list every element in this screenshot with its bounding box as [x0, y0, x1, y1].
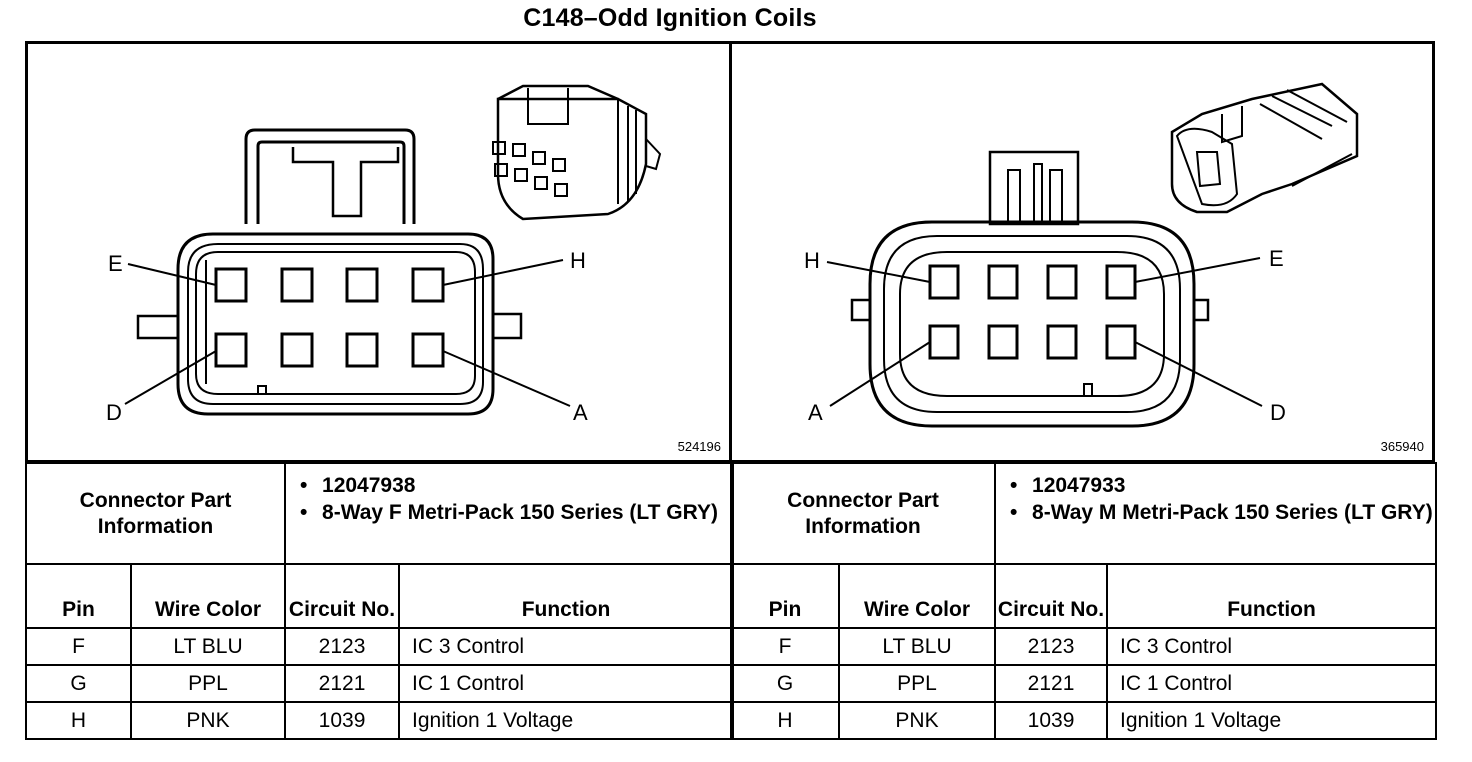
male-connector-diagram: H E A D 365940	[729, 41, 1435, 463]
pin-cell: F	[25, 627, 132, 666]
pin-label-top-right: E	[1269, 246, 1284, 271]
function-cell: IC 1 Control	[398, 664, 735, 703]
wire-color-cell: PPL	[129, 664, 287, 703]
pin-label-top-left: H	[804, 248, 820, 273]
circuit-cell: 2123	[994, 627, 1109, 666]
figure-id: 524196	[677, 439, 721, 454]
table-row: G PPL 2121 IC 1 Control	[730, 664, 1438, 703]
pin-cell: F	[730, 627, 840, 666]
circuit-cell: 2121	[284, 664, 401, 703]
pin-label-bottom-left: D	[106, 400, 122, 425]
part-description: 8-Way M Metri-Pack 150 Series (LT GRY)	[1032, 501, 1433, 524]
wire-color-cell: PNK	[837, 701, 997, 740]
function-cell: Ignition 1 Voltage	[1106, 701, 1438, 740]
header-row: Pin Wire Color Circuit No. Function	[25, 563, 735, 629]
table-row: H PNK 1039 Ignition 1 Voltage	[25, 701, 735, 740]
connector-part-info-label: Connector Part Information	[729, 462, 997, 565]
pin-label-top-right: H	[570, 248, 586, 273]
connector-table-left: Connector Part Information •12047938 •8-…	[24, 462, 735, 740]
page-title: C148–Odd Ignition Coils	[523, 4, 817, 32]
header-wire-color: Wire Color	[837, 563, 997, 629]
part-number-cell: •12047938 •8-Way F Metri-Pack 150 Series…	[284, 462, 735, 565]
table-row: F LT BLU 2123 IC 3 Control	[25, 627, 735, 666]
wire-color-cell: LT BLU	[129, 627, 287, 666]
part-number: 12047933	[1032, 474, 1126, 497]
connector-part-info-label: Connector Part Information	[24, 462, 287, 565]
table-row: H PNK 1039 Ignition 1 Voltage	[730, 701, 1438, 740]
wire-color-cell: PNK	[129, 701, 287, 740]
table-row: F LT BLU 2123 IC 3 Control	[730, 627, 1438, 666]
circuit-cell: 1039	[994, 701, 1109, 740]
connector-info-row: Connector Part Information •12047933 •8-…	[729, 462, 1438, 565]
header-function: Function	[398, 563, 735, 629]
part-description: 8-Way F Metri-Pack 150 Series (LT GRY)	[322, 501, 719, 524]
male-connector-drawing: H E A D	[804, 82, 1359, 428]
function-cell: IC 1 Control	[1106, 664, 1438, 703]
pin-label-bottom-right: D	[1270, 400, 1286, 425]
pin-cell: H	[730, 701, 840, 740]
header-pin: Pin	[25, 563, 132, 629]
header-wire-color: Wire Color	[129, 563, 287, 629]
part-number-cell: •12047933 •8-Way M Metri-Pack 150 Series…	[994, 462, 1438, 565]
circuit-cell: 1039	[284, 701, 401, 740]
female-connector-diagram: E H D A 524196	[25, 41, 732, 463]
pin-label-bottom-right: A	[573, 400, 588, 425]
pin-cell: G	[730, 664, 840, 703]
wire-color-cell: LT BLU	[837, 627, 997, 666]
circuit-cell: 2123	[284, 627, 401, 666]
function-cell: IC 3 Control	[398, 627, 735, 666]
connector-table-right: Connector Part Information •12047933 •8-…	[729, 462, 1438, 740]
pin-label-top-left: E	[108, 251, 123, 276]
pin-cell: H	[25, 701, 132, 740]
circuit-cell: 2121	[994, 664, 1109, 703]
header-pin: Pin	[730, 563, 840, 629]
pin-label-bottom-left: A	[808, 400, 823, 425]
function-cell: IC 3 Control	[1106, 627, 1438, 666]
function-cell: Ignition 1 Voltage	[398, 701, 735, 740]
table-row: G PPL 2121 IC 1 Control	[25, 664, 735, 703]
header-circuit: Circuit No.	[284, 563, 401, 629]
wire-color-cell: PPL	[837, 664, 997, 703]
part-number: 12047938	[322, 474, 416, 497]
pin-cell: G	[25, 664, 132, 703]
header-row: Pin Wire Color Circuit No. Function	[730, 563, 1438, 629]
header-circuit: Circuit No.	[994, 563, 1109, 629]
female-connector-drawing: E H D A	[106, 84, 662, 425]
connector-info-row: Connector Part Information •12047938 •8-…	[24, 462, 735, 565]
figure-id: 365940	[1380, 439, 1424, 454]
header-function: Function	[1106, 563, 1438, 629]
